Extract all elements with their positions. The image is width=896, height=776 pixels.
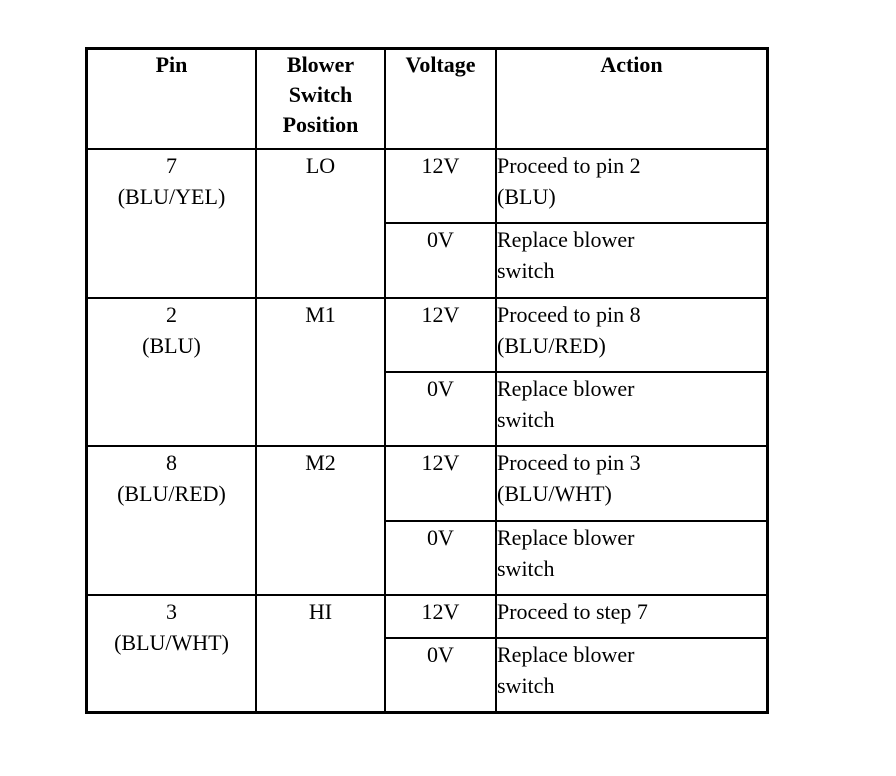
cell-action: Replace blower switch [495, 371, 768, 448]
switch-position-value: M1 [305, 301, 336, 327]
cell-voltage: 12V [384, 147, 497, 225]
cell-action: Replace blower switch [495, 519, 768, 597]
cell-action: Proceed to pin 8 (BLU/RED) [495, 296, 768, 374]
cell-action: Proceed to pin 2 (BLU) [495, 147, 768, 225]
action-line1: Replace blower [497, 376, 635, 402]
column-header-switch-line3: Position [282, 112, 359, 137]
pin-wire-color: (BLU/YEL) [117, 184, 226, 209]
voltage-value: 0V [427, 227, 454, 253]
action-line1: Replace blower [497, 641, 635, 667]
cell-action: Replace blower switch [495, 222, 768, 299]
cell-pin: 3 (BLU/WHT) [86, 594, 257, 713]
action-line2: switch [497, 555, 555, 581]
voltage-value: 0V [427, 524, 454, 550]
voltage-value: 12V [421, 301, 460, 327]
pin-number: 8 [166, 450, 177, 476]
action-line2: (BLU) [497, 184, 556, 209]
action-line2: switch [497, 407, 555, 433]
voltage-value: 12V [421, 599, 460, 625]
cell-switch-position: M1 [255, 296, 386, 448]
cell-pin: 7 (BLU/YEL) [86, 148, 257, 299]
table-body: 7 (BLU/YEL) LO 12V Proceed to pin 2 (BLU… [86, 147, 768, 714]
switch-position-value: M2 [305, 450, 336, 476]
cell-action: Proceed to step 7 [495, 594, 768, 639]
action-line1: Proceed to pin 2 [497, 153, 641, 178]
column-header-voltage: Voltage [384, 48, 497, 150]
action-line1: Proceed to pin 8 [497, 301, 641, 327]
cell-voltage: 0V [384, 222, 497, 299]
pin-wire-color: (BLU/WHT) [114, 630, 229, 656]
cell-voltage: 0V [384, 371, 497, 448]
column-header-action-label: Action [600, 52, 663, 77]
cell-voltage: 0V [384, 519, 497, 597]
column-header-pin: Pin [86, 48, 257, 150]
pin-number: 2 [166, 301, 177, 327]
column-header-voltage-label: Voltage [405, 52, 476, 77]
table-header-row: Pin Blower Switch Position Voltage Actio… [86, 48, 768, 150]
action-line2: (BLU/WHT) [497, 481, 612, 507]
action-line1: Replace blower [497, 227, 635, 253]
column-header-action: Action [495, 48, 768, 150]
cell-switch-position: LO [255, 148, 386, 299]
action-line1: Proceed to pin 3 [497, 450, 641, 476]
voltage-value: 0V [427, 641, 454, 667]
switch-position-value: LO [305, 153, 336, 178]
cell-voltage: 12V [384, 445, 497, 522]
cell-voltage: 0V [384, 636, 497, 714]
column-header-blower-switch-position: Blower Switch Position [255, 48, 386, 150]
column-header-pin-label: Pin [155, 52, 188, 77]
cell-action: Replace blower switch [495, 636, 768, 714]
voltage-value: 12V [421, 153, 460, 178]
table-row: 8 (BLU/RED) M2 12V Proceed to pin 3 (BLU… [86, 445, 768, 597]
cell-action: Proceed to pin 3 (BLU/WHT) [495, 445, 768, 522]
voltage-value: 0V [427, 376, 454, 402]
cell-pin: 2 (BLU) [86, 296, 257, 448]
voltage-value: 12V [421, 450, 460, 476]
action-line2: switch [497, 258, 555, 284]
action-line1: Replace blower [497, 524, 635, 550]
pin-number: 7 [166, 153, 177, 178]
table-header: Pin Blower Switch Position Voltage Actio… [86, 48, 768, 150]
pin-wire-color: (BLU/RED) [117, 481, 226, 507]
cell-voltage: 12V [384, 296, 497, 374]
table-row: 0V Replace blower switch [87, 636, 768, 714]
cell-pin: 8 (BLU/RED) [86, 445, 257, 597]
table-row: 0V Replace blower switch [87, 371, 768, 448]
action-line2: switch [497, 672, 555, 698]
column-header-switch-line2: Switch [288, 82, 353, 107]
blower-switch-diagnostic-table: Pin Blower Switch Position Voltage Actio… [85, 47, 769, 714]
cell-voltage: 12V [384, 594, 497, 639]
switch-position-value: HI [308, 599, 333, 625]
table-row: 2 (BLU) M1 12V Proceed to pin 8 (BLU/RED… [86, 296, 768, 448]
table-row: 0V Replace blower switch [87, 519, 768, 597]
pin-wire-color: (BLU) [142, 332, 201, 358]
action-line1: Proceed to step 7 [497, 599, 648, 625]
pin-number: 3 [166, 599, 177, 625]
table-row: 3 (BLU/WHT) HI 12V Proceed to step 7 [86, 594, 768, 713]
table-row: 0V Replace blower switch [87, 222, 768, 299]
cell-switch-position: HI [255, 594, 386, 713]
column-header-switch-line1: Blower [286, 52, 355, 77]
action-line2: (BLU/RED) [497, 332, 606, 358]
cell-switch-position: M2 [255, 445, 386, 597]
table-row: 7 (BLU/YEL) LO 12V Proceed to pin 2 (BLU… [86, 147, 768, 299]
